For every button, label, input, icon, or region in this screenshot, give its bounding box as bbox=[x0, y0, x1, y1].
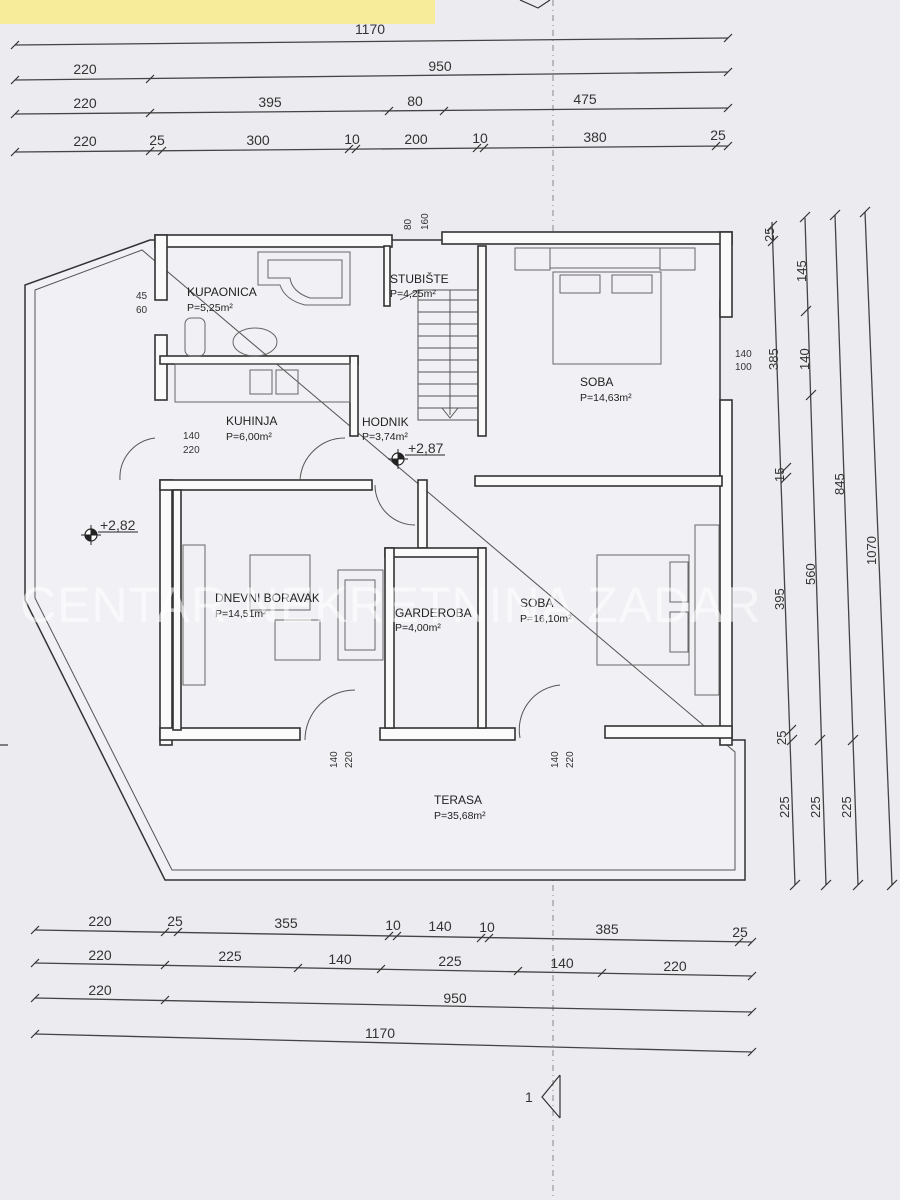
dim-bottom-1-3: 225 bbox=[438, 953, 462, 969]
dim-top-2-3: 475 bbox=[573, 91, 597, 107]
section-marker-top bbox=[519, 0, 551, 9]
room-name-1: STUBIŠTE bbox=[390, 271, 449, 286]
section-label: 1 bbox=[525, 1089, 533, 1105]
top-dimensions: 1170 220 950 220 395 80 475 220 25 300 1… bbox=[10, 21, 733, 157]
dim-bottom-1-4: 140 bbox=[550, 955, 574, 971]
room-area-4: P=3,74m² bbox=[362, 431, 408, 443]
door-living-a: 140 bbox=[329, 751, 340, 768]
right-dimensions: 25 385 15 395 25 225 145 140 560 225 845… bbox=[762, 206, 898, 891]
dim-right-1-2: 560 bbox=[803, 563, 818, 585]
dim-bottom-2-0: 220 bbox=[88, 982, 112, 998]
dim-top-3-3: 10 bbox=[344, 131, 360, 147]
door-living-b: 220 bbox=[344, 751, 355, 768]
dim-bottom-0-7: 25 bbox=[732, 924, 748, 940]
room-name-7: SOBA bbox=[520, 596, 553, 610]
dim-bottom-0-6: 385 bbox=[595, 921, 619, 937]
dim-bottom-2-1: 950 bbox=[443, 990, 467, 1006]
room-area-0: P=5,25m² bbox=[187, 302, 233, 314]
dim-right-2-0: 845 bbox=[832, 473, 847, 495]
dim-bottom-0-5: 10 bbox=[479, 919, 495, 935]
dim-top-2-0: 220 bbox=[73, 95, 97, 111]
room-name-2: SOBA bbox=[580, 375, 613, 389]
level-marker-interior: +2,87 bbox=[388, 440, 445, 469]
room-name-6: GARDEROBA bbox=[395, 606, 472, 620]
dim-bottom-1-5: 220 bbox=[663, 958, 687, 974]
watermark: CENTAR NEKRETNINA ZADAR bbox=[20, 577, 762, 633]
dim-right-0-2: 15 bbox=[772, 468, 787, 482]
dim-top-3-0: 220 bbox=[73, 133, 97, 149]
room-area-6: P=4,00m² bbox=[395, 622, 441, 634]
dim-top-3-5: 10 bbox=[472, 130, 488, 146]
level-marker-terrace: +2,82 bbox=[81, 517, 138, 545]
dim-top-3-1: 25 bbox=[149, 132, 165, 148]
dim-top-3-7: 25 bbox=[710, 127, 726, 143]
dim-right-2-1: 225 bbox=[839, 796, 854, 818]
room-name-5: DNEVNI BORAVAK bbox=[215, 591, 320, 605]
dim-top-1-0: 220 bbox=[73, 61, 97, 77]
opening-dimensions: 80 160 45 60 140 100 140 220 140 220 140… bbox=[136, 213, 752, 768]
dim-right-3-0: 1070 bbox=[864, 536, 879, 565]
room-name-8: TERASA bbox=[434, 793, 482, 807]
dim-right-0-3: 395 bbox=[772, 588, 787, 610]
stairs bbox=[399, 289, 479, 421]
kitchen-window-b: 220 bbox=[183, 445, 200, 456]
room-area-3: P=6,00m² bbox=[226, 431, 272, 443]
dim-bottom-1-1: 225 bbox=[218, 948, 242, 964]
dim-right-0-5: 225 bbox=[777, 796, 792, 818]
bedroom-window-b: 100 bbox=[735, 362, 752, 373]
room-labels: KUPAONICA P=5,25m² STUBIŠTE P=4,25m² SOB… bbox=[187, 271, 632, 822]
stair-top-a: 80 bbox=[403, 218, 414, 230]
room-name-4: HODNIK bbox=[362, 415, 409, 429]
room-area-8: P=35,68m² bbox=[434, 810, 486, 822]
room-area-5: P=14,51m² bbox=[215, 608, 267, 620]
dim-top-3-6: 380 bbox=[583, 129, 607, 145]
room-name-3: KUHINJA bbox=[226, 414, 277, 428]
door-bedroom-a: 140 bbox=[550, 751, 561, 768]
dim-bottom-0-2: 355 bbox=[274, 915, 298, 931]
dim-bottom-0-1: 25 bbox=[167, 913, 183, 929]
dim-top-2-2: 80 bbox=[407, 93, 423, 109]
section-marker: 1 bbox=[525, 1074, 561, 1119]
dim-bottom-1-2: 140 bbox=[328, 951, 352, 967]
walls bbox=[154, 231, 733, 746]
bottom-dimensions: 220 25 355 10 140 10 385 25 220 225 140 … bbox=[30, 913, 757, 1057]
level-interior: +2,87 bbox=[408, 440, 444, 456]
dim-bottom-3-0: 1170 bbox=[365, 1025, 395, 1041]
dim-top-0-0: 1170 bbox=[355, 21, 385, 37]
furniture bbox=[174, 247, 720, 696]
yellow-note bbox=[0, 0, 435, 24]
dim-right-0-0: 25 bbox=[762, 228, 777, 242]
bath-window-b: 60 bbox=[136, 305, 148, 316]
level-markers: +2,87 +2,82 bbox=[81, 440, 445, 545]
dim-right-1-1: 140 bbox=[797, 348, 812, 370]
room-name-0: KUPAONICA bbox=[187, 285, 257, 299]
dim-top-2-1: 395 bbox=[258, 94, 282, 110]
room-area-7: P=16,10m² bbox=[520, 613, 572, 625]
dim-bottom-0-4: 140 bbox=[428, 918, 452, 934]
bedroom-window-a: 140 bbox=[735, 349, 752, 360]
kitchen-window-a: 140 bbox=[183, 431, 200, 442]
dim-right-0-4: 25 bbox=[774, 731, 789, 745]
level-terrace: +2,82 bbox=[100, 517, 136, 533]
room-area-2: P=14,63m² bbox=[580, 392, 632, 404]
room-area-1: P=4,25m² bbox=[390, 288, 436, 300]
dim-bottom-1-0: 220 bbox=[88, 947, 112, 963]
dim-right-1-0: 145 bbox=[794, 260, 809, 282]
door-bedroom-b: 220 bbox=[565, 751, 576, 768]
dim-bottom-0-3: 10 bbox=[385, 917, 401, 933]
terrace-inner-edge bbox=[34, 249, 736, 871]
dim-top-3-4: 200 bbox=[404, 131, 428, 147]
dim-top-3-2: 300 bbox=[246, 132, 270, 148]
door-swings bbox=[119, 437, 561, 741]
bath-window-a: 45 bbox=[136, 291, 148, 302]
dim-right-1-3: 225 bbox=[808, 796, 823, 818]
dim-right-0-1: 385 bbox=[766, 348, 781, 370]
stair-top-b: 160 bbox=[420, 213, 431, 230]
dim-bottom-0-0: 220 bbox=[88, 913, 112, 929]
dim-top-1-1: 950 bbox=[428, 58, 452, 74]
